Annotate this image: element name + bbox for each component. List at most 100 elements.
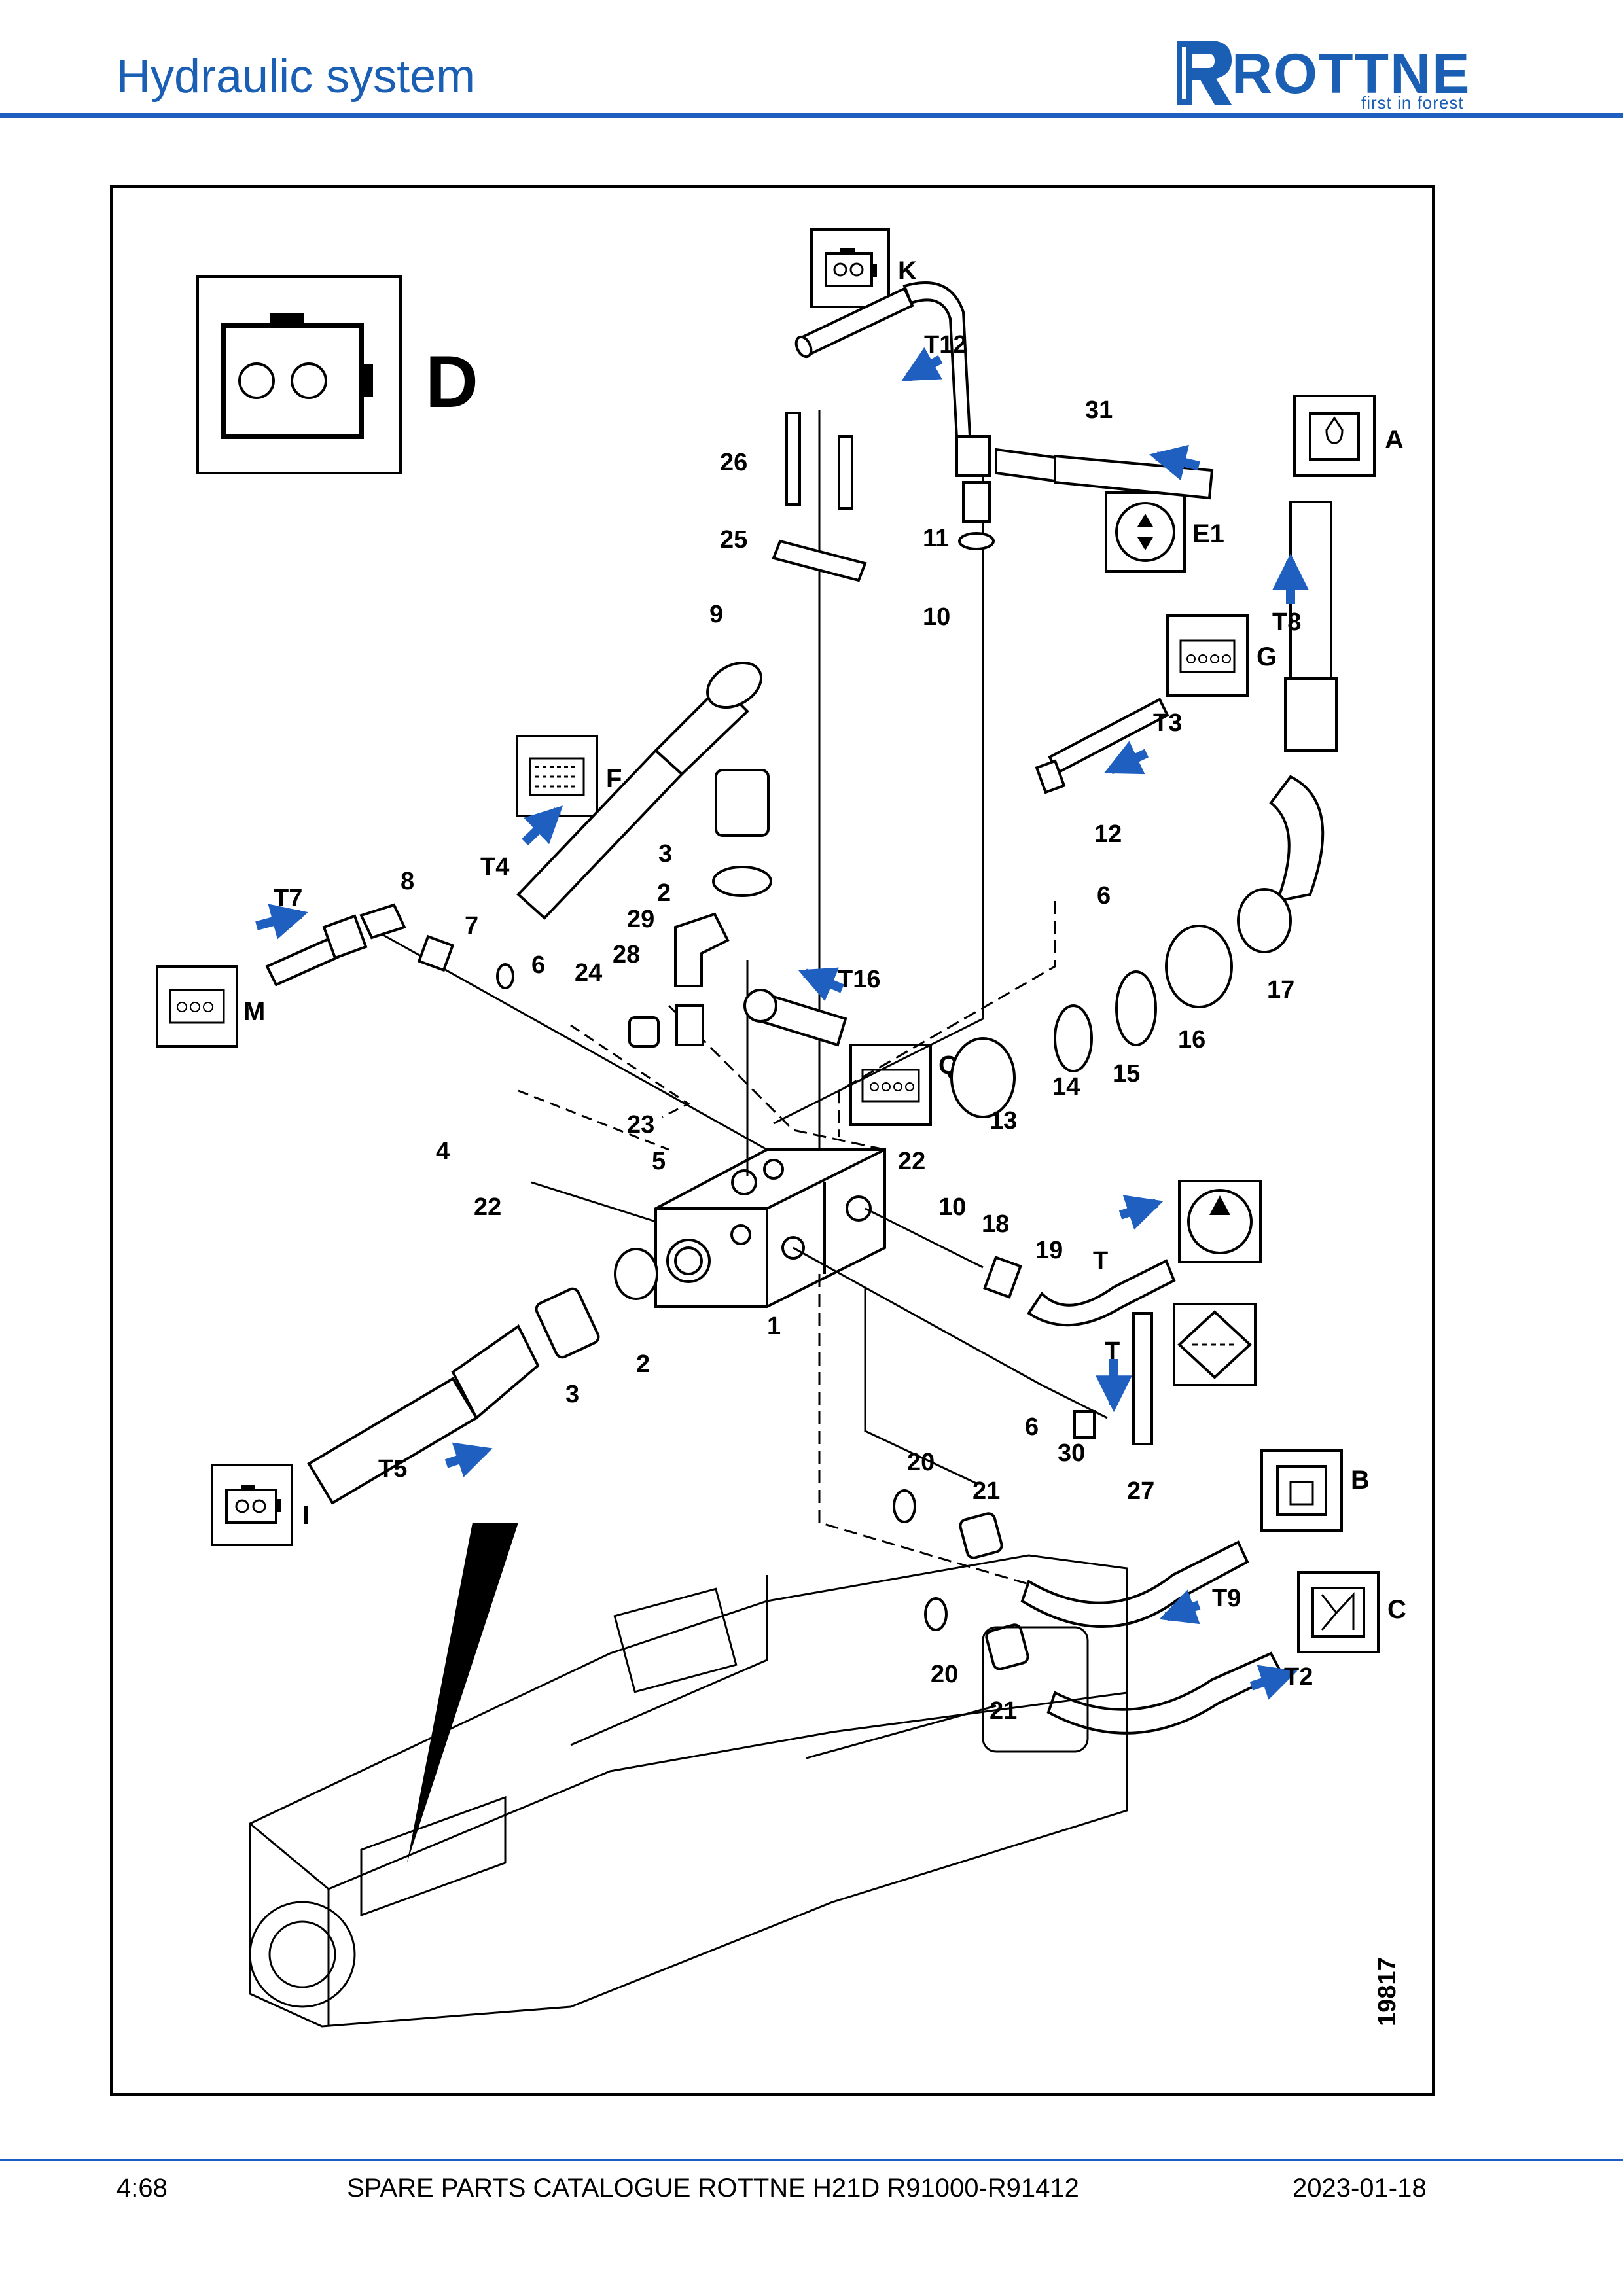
port-t4: T4	[480, 853, 509, 881]
arrow-t7-icon	[255, 904, 308, 940]
page-title: Hydraulic system	[116, 50, 476, 103]
arrow-t9-icon	[1159, 1589, 1201, 1625]
callout-10-top: 10	[923, 603, 950, 631]
hose-t-lower	[983, 1256, 1176, 1327]
callout-23: 23	[627, 1111, 654, 1139]
svg-text:M: M	[243, 997, 265, 1026]
arrow-t-upper-icon	[1118, 1195, 1164, 1230]
callout-26: 26	[720, 449, 747, 476]
connector-g: G	[1166, 614, 1277, 697]
callout-30: 30	[1058, 1439, 1085, 1467]
callout-25: 25	[720, 526, 747, 554]
connector-t-pressure	[1178, 1180, 1262, 1263]
callout-8: 8	[401, 868, 414, 895]
callout-18: 18	[982, 1210, 1009, 1238]
arrow-31-icon	[1149, 444, 1200, 481]
arrow-t5-icon	[444, 1442, 493, 1477]
callout-2-top: 2	[657, 879, 671, 907]
port-t8: T8	[1272, 609, 1301, 636]
drawing-number: 19817	[1374, 1957, 1401, 2026]
hose-t-filter	[1073, 1312, 1153, 1445]
svg-text:G: G	[1257, 643, 1277, 671]
svg-text:B: B	[1351, 1466, 1370, 1494]
callout-6-left: 6	[531, 951, 545, 979]
port-t12: T12	[924, 331, 967, 359]
callout-6-bottom: 6	[1025, 1413, 1039, 1441]
callout-1: 1	[767, 1313, 781, 1340]
fitting-3-top	[712, 769, 772, 897]
hose-t8	[1237, 501, 1338, 953]
hose-t5	[307, 1248, 658, 1505]
callout-9: 9	[709, 601, 723, 628]
hose-t7	[265, 903, 514, 989]
machine-chassis	[249, 1554, 1128, 2028]
callout-22-right: 22	[898, 1148, 925, 1175]
callout-3-top: 3	[658, 840, 672, 868]
callout-12: 12	[1094, 821, 1122, 848]
arrow-t4-icon	[522, 805, 563, 846]
callout-21-bottom: 21	[990, 1697, 1017, 1725]
connector-k: K	[810, 228, 917, 308]
port-t2: T2	[1284, 1663, 1313, 1691]
callout-15: 15	[1113, 1060, 1140, 1087]
connector-d-symbol: D	[196, 275, 478, 474]
callout-29: 29	[627, 906, 654, 933]
fittings-13-17	[950, 925, 1233, 1118]
svg-text:I: I	[302, 1501, 310, 1530]
part-callouts: 1 2 2 3 3 4 5 6 6 6 7 8 9 10 10 11 12 13…	[401, 397, 1294, 1725]
connector-e1: E1	[1105, 491, 1224, 573]
port-t9: T9	[1212, 1585, 1241, 1612]
assembly-lines	[380, 410, 1108, 1589]
pointer-wedge	[407, 1523, 518, 1863]
hose-t12	[794, 281, 995, 550]
svg-text:A: A	[1385, 425, 1404, 454]
detail-letter: D	[425, 341, 478, 423]
callout-6-right: 6	[1097, 882, 1111, 910]
rottne-logo: ROTTNE first in forest	[1171, 34, 1512, 113]
port-t16: T16	[838, 966, 880, 993]
port-t-lower: T	[1105, 1337, 1120, 1365]
callout-11: 11	[923, 525, 949, 552]
logo-wordmark: ROTTNE	[1232, 43, 1471, 105]
page-header: Hydraulic system ROTTNE first in forest	[0, 0, 1623, 124]
callout-10-bottom: 10	[938, 1193, 966, 1221]
footer-date: 2023-01-18	[1293, 2174, 1427, 2202]
callout-19: 19	[1035, 1237, 1063, 1264]
port-labels: T12 T8 T3 T4 T7 T16 T T T5 T9 T2	[274, 331, 1313, 1691]
callout-21-top: 21	[972, 1477, 1000, 1505]
arrow-t3-icon	[1103, 741, 1149, 775]
hose-t3	[1035, 698, 1169, 794]
port-t7: T7	[274, 885, 302, 912]
callout-27: 27	[1127, 1477, 1154, 1505]
connector-c: C	[1297, 1571, 1406, 1653]
connector-f: F	[516, 735, 622, 817]
callout-22-left: 22	[474, 1193, 501, 1221]
hose-t16	[743, 989, 847, 1047]
arrow-t2-icon	[1249, 1665, 1298, 1700]
callout-5: 5	[652, 1148, 666, 1175]
hose-t4	[516, 661, 762, 920]
port-t-upper: T	[1093, 1247, 1108, 1275]
callout-16: 16	[1178, 1026, 1205, 1053]
header-rule	[0, 113, 1623, 118]
callout-3-bottom: 3	[565, 1381, 579, 1408]
callout-20-bottom: 20	[931, 1661, 958, 1688]
callout-4: 4	[436, 1138, 450, 1165]
callout-28: 28	[613, 941, 640, 968]
port-t5: T5	[378, 1455, 407, 1483]
logo-tagline: first in forest	[1361, 93, 1464, 113]
figure-frame: D K A E1 G F M	[110, 185, 1435, 2096]
connector-m: M	[156, 965, 265, 1048]
fittings-28-29	[628, 912, 730, 1048]
exploded-parts-diagram: D K A E1 G F M	[156, 228, 1406, 2028]
callout-24: 24	[575, 959, 602, 987]
footer-page-number: 4:68	[116, 2174, 168, 2202]
svg-text:K: K	[898, 256, 917, 285]
hose-t9	[893, 1489, 1249, 1628]
callout-2-bottom: 2	[636, 1351, 650, 1378]
callout-31: 31	[1085, 397, 1113, 424]
callout-17: 17	[1267, 976, 1294, 1004]
port-t3: T3	[1153, 709, 1182, 737]
rottne-r-icon	[1177, 41, 1232, 105]
callout-7: 7	[465, 912, 478, 940]
